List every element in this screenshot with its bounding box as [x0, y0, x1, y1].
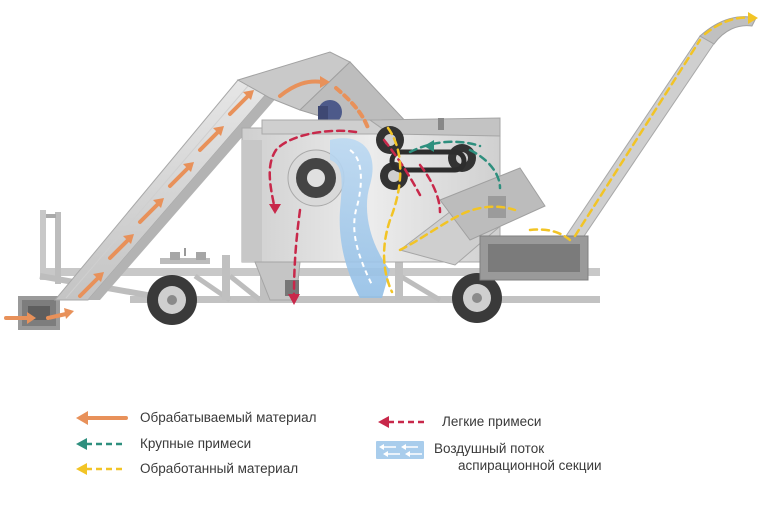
top-chute [236, 51, 412, 133]
legend-label-air-flow-line1: Воздушный поток [434, 441, 545, 456]
orange-arrow-icon [76, 411, 128, 425]
air-flow-swatch-icon [376, 441, 424, 459]
discharge-auger [479, 16, 757, 281]
processed-output-flow [382, 12, 758, 294]
legend-item-light-impurities: Легкие примеси [378, 414, 541, 430]
legend-label-light-impurities: Легкие примеси [442, 414, 542, 429]
legend-item-coarse-impurities: Крупные примеси [76, 436, 251, 452]
coarse-impurities-flow [408, 140, 502, 190]
sieve-drums [376, 126, 476, 190]
legend-item-processed-input: Обрабатываемый материал [76, 410, 317, 426]
legend-label-processed-output: Обработанный материал [140, 461, 299, 476]
legend-label-air-flow-line2: аспирационной секции [458, 458, 602, 473]
light-impurities-flow [268, 129, 442, 305]
legend-label-processed-input: Обрабатываемый материал [140, 410, 317, 425]
legend-item-processed-output: Обработанный материал [76, 461, 298, 477]
red-arrow-icon [378, 416, 428, 428]
grain-cleaner-illustration [4, 12, 758, 330]
air-flow-column [330, 138, 390, 298]
wheel-front [147, 275, 197, 325]
air-flow-arrows [349, 149, 373, 286]
wheel-rear [452, 273, 502, 323]
aspiration-fan [287, 149, 345, 207]
yellow-arrow-icon [76, 463, 126, 475]
green-arrow-icon [76, 438, 126, 450]
legend-label-coarse-impurities: Крупные примеси [140, 436, 252, 451]
loading-hopper [18, 296, 60, 330]
processed-material-flow [4, 76, 370, 324]
legend-item-air-flow: Воздушный поток аспирационной секции [376, 440, 602, 474]
